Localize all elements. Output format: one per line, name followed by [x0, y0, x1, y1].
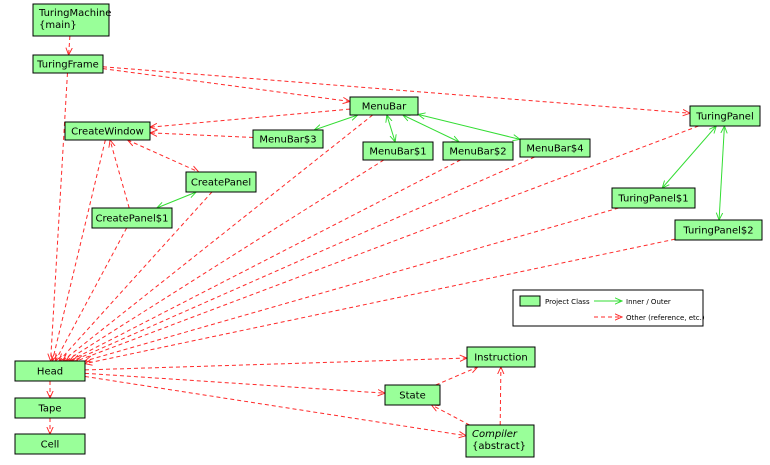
class-box	[14, 397, 86, 419]
class-node-turingpanel[interactable]: TuringPanel	[689, 105, 761, 127]
class-node-createpanel-1[interactable]: CreatePanel$1	[91, 207, 173, 229]
class-box	[91, 207, 173, 229]
class-label: MenuBar	[362, 102, 407, 113]
class-box	[611, 187, 696, 209]
class-box	[252, 129, 324, 149]
class-box	[442, 141, 514, 161]
edge-createwindow-to-head	[52, 139, 106, 361]
class-box	[32, 54, 104, 74]
class-box	[465, 424, 535, 458]
class-label: TuringPanel$2	[682, 226, 753, 237]
class-label: Instruction	[474, 353, 528, 364]
class-box	[185, 171, 257, 193]
edge-turingframe-to-turingpanel	[102, 66, 690, 113]
edge-compiler-to-instruction	[500, 367, 501, 426]
class-box	[64, 121, 151, 141]
nodes-layer: TuringMachine{main} TuringFrameMenuBarCre…	[14, 3, 763, 458]
edge-compiler-to-state	[432, 405, 470, 426]
edge-turingpanel-to-turingpanel-2	[719, 126, 724, 220]
class-node-createpanel[interactable]: CreatePanel	[185, 171, 257, 193]
class-box	[384, 384, 441, 406]
edges-layer	[50, 35, 724, 436]
class-box	[519, 138, 591, 158]
class-label: TuringMachine	[38, 8, 111, 19]
class-node-turingpanel-2[interactable]: TuringPanel$2	[674, 219, 763, 241]
class-box	[674, 219, 763, 241]
edge-menubar-to-menubar-2	[403, 115, 459, 142]
class-node-head[interactable]: Head	[14, 360, 86, 382]
edge-head-to-state	[84, 372, 385, 393]
class-label: State	[399, 391, 425, 402]
class-label: Cell	[41, 440, 60, 451]
edge-menubar-to-head	[63, 114, 373, 361]
edge-menubar-2-to-head	[69, 159, 461, 361]
edge-createpanel-1-to-createwindow	[110, 140, 130, 209]
class-node-turingpanel-1[interactable]: TuringPanel$1	[611, 187, 696, 209]
edge-head-to-compiler	[84, 375, 466, 435]
class-label: TuringFrame	[36, 60, 99, 71]
class-node-turingmachine[interactable]: TuringMachine{main}	[32, 3, 111, 37]
edge-turingmachine-to-turingframe	[69, 35, 70, 55]
class-box	[466, 346, 536, 368]
edge-turingframe-to-menubar	[102, 68, 350, 102]
edge-menubar-to-menubar-1	[387, 115, 395, 142]
class-node-state[interactable]: State	[384, 384, 441, 406]
class-box	[14, 360, 86, 382]
class-label: MenuBar$1	[369, 147, 426, 158]
class-node-createwindow[interactable]: CreateWindow	[64, 121, 151, 141]
legend-frame	[512, 289, 704, 327]
class-label: TuringPanel$1	[617, 194, 688, 205]
class-box	[362, 141, 434, 161]
class-label: MenuBar$3	[259, 135, 316, 146]
class-box	[14, 433, 86, 455]
class-label: CreateWindow	[71, 127, 144, 138]
edge-turingpanel-1-to-head	[85, 207, 619, 361]
class-label: Tape	[37, 404, 61, 415]
class-node-menubar-4[interactable]: MenuBar$4	[519, 138, 591, 158]
class-label: CreatePanel	[191, 178, 251, 189]
legend-project-class-swatch	[519, 295, 541, 307]
class-node-menubar[interactable]: MenuBar	[349, 96, 419, 116]
edge-turingpanel-to-turingpanel-1	[662, 126, 716, 188]
class-label: {abstract}	[472, 441, 526, 452]
edge-menubar-to-createwindow	[150, 108, 351, 127]
class-label: MenuBar$4	[526, 144, 583, 155]
class-node-instruction[interactable]: Instruction	[466, 346, 536, 368]
class-label: Head	[37, 367, 63, 378]
class-label: MenuBar$2	[449, 147, 506, 158]
class-node-menubar-2[interactable]: MenuBar$2	[442, 141, 514, 161]
edge-menubar-to-menubar-4	[418, 114, 520, 139]
class-label: {main}	[39, 20, 77, 31]
edge-menubar-4-to-head	[73, 156, 535, 361]
class-node-turingframe[interactable]: TuringFrame	[32, 54, 104, 74]
edge-createwindow-to-createpanel	[128, 140, 199, 172]
edge-head-to-instruction	[84, 358, 467, 371]
class-node-tape[interactable]: Tape	[14, 397, 86, 419]
class-label: TuringPanel	[695, 112, 753, 123]
edge-turingframe-to-head	[51, 72, 68, 361]
class-box	[349, 96, 419, 116]
edge-createpanel-to-createpanel-1	[157, 192, 197, 208]
edge-turingpanel-to-head	[76, 125, 699, 361]
edge-turingpanel-2-to-head	[85, 238, 676, 363]
class-box	[32, 3, 110, 37]
edge-menubar-3-to-createwindow	[150, 133, 254, 138]
class-node-menubar-1[interactable]: MenuBar$1	[362, 141, 434, 161]
class-node-compiler[interactable]: Compiler{abstract}	[465, 424, 535, 458]
legend-other-label: Other (reference, etc.)	[626, 314, 705, 322]
legend-project-class-label: Project Class	[545, 298, 590, 306]
class-node-cell[interactable]: Cell	[14, 433, 86, 455]
edge-menubar-to-menubar-3	[314, 115, 358, 130]
legend: Project Class Inner / Outer Other (refer…	[512, 289, 705, 327]
class-label: Compiler	[472, 429, 518, 440]
class-node-menubar-3[interactable]: MenuBar$3	[252, 129, 324, 149]
legend-inner-outer-label: Inner / Outer	[626, 298, 671, 306]
edge-createpanel-1-to-head	[55, 227, 128, 361]
edge-createpanel-to-head	[59, 191, 213, 361]
class-box	[689, 105, 761, 127]
class-label: CreatePanel$1	[96, 214, 169, 225]
edge-state-to-instruction	[435, 367, 478, 386]
